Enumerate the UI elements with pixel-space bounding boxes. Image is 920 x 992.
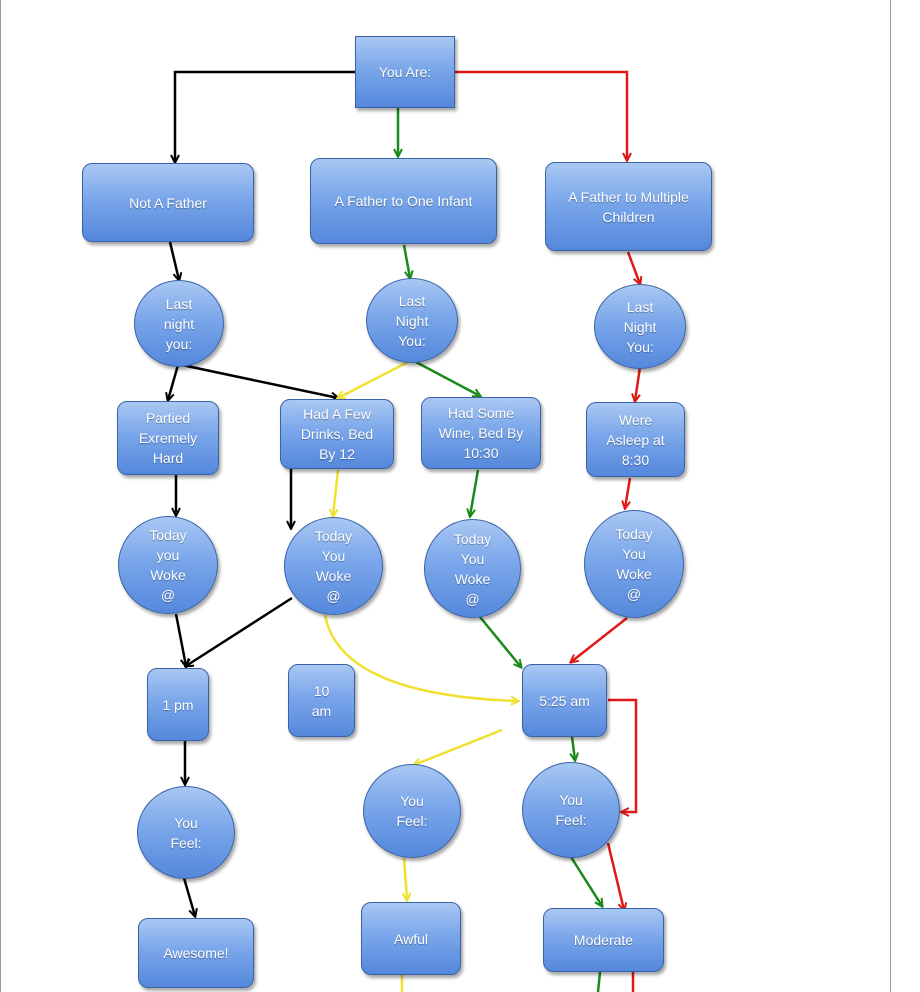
node-awesome: Awesome!	[138, 918, 254, 988]
edge-today-2-to-525am	[323, 614, 518, 701]
node-some-wine-bed-by-1030: Had Some Wine, Bed By 10:30	[421, 397, 541, 469]
node-moderate: Moderate	[543, 908, 664, 972]
edge-not-father-to-last-night	[168, 241, 179, 280]
edge-you-are-to-father-multi	[455, 70, 627, 160]
edge-feel-3-to-moderate-green	[569, 856, 602, 906]
edge-today-3-to-525am	[479, 616, 521, 667]
page-right-border	[890, 0, 891, 992]
edge-last-night-2-to-few-drinks	[338, 359, 411, 398]
node-today-woke-not-father: Today you Woke @	[118, 516, 218, 614]
node-today-woke-asleep: Today You Woke @	[584, 510, 684, 618]
node-not-a-father: Not A Father	[82, 163, 254, 242]
node-last-night-multiple: Last Night You:	[594, 284, 686, 369]
node-1-pm: 1 pm	[147, 668, 209, 741]
node-awful: Awful	[361, 902, 461, 975]
edge-last-night-3-to-asleep	[635, 366, 642, 401]
node-10-am: 10 am	[288, 664, 355, 737]
edge-feel-3-to-moderate-red	[606, 842, 624, 910]
edge-today-1-to-1pm	[174, 613, 186, 666]
node-you-feel-moderate-branch: You Feel:	[522, 762, 620, 858]
edge-525am-to-feel-3-green	[572, 736, 575, 760]
node-father-to-multiple-children: A Father to Multiple Children	[545, 162, 712, 251]
node-you-are: You Are:	[355, 36, 455, 108]
node-5-25-am: 5:25 am	[522, 664, 607, 737]
node-partied-extremely-hard: Partied Exremely Hard	[117, 401, 219, 475]
edge-father-multi-to-last-night	[626, 251, 640, 284]
edge-last-night-2-to-some-wine	[413, 359, 480, 396]
edge-525am-to-feel-2	[414, 728, 503, 765]
node-last-night-one-infant: Last Night You:	[366, 278, 458, 363]
edge-feel-2-to-awful	[404, 857, 407, 900]
node-last-night-not-father: Last night you:	[134, 280, 224, 367]
node-today-woke-some-wine: Today You Woke @	[424, 519, 521, 618]
edge-feel-1-to-awesome	[182, 877, 195, 916]
edge-father-one-to-last-night	[402, 244, 410, 278]
edge-few-drinks-to-today-2-yellow	[333, 469, 340, 516]
edge-asleep-to-today-4	[625, 477, 632, 508]
node-asleep-at-830: Were Asleep at 8:30	[586, 402, 685, 477]
edge-last-night-1-to-partied	[168, 364, 180, 400]
edge-moderate-green-tail	[596, 971, 602, 992]
node-father-to-one-infant: A Father to One Infant	[310, 158, 497, 244]
page-left-border	[0, 0, 1, 992]
edge-some-wine-to-today-3	[470, 469, 480, 516]
node-you-feel-not-father: You Feel:	[137, 786, 235, 879]
edge-today-4-to-525am	[571, 617, 628, 662]
edge-last-night-1-to-few-drinks	[181, 363, 338, 398]
node-today-woke-few-drinks: Today You Woke @	[284, 517, 383, 615]
edge-you-are-to-not-father	[175, 70, 355, 162]
edge-525am-to-feel-3-red	[608, 698, 638, 812]
edge-today-2-to-1pm	[186, 596, 293, 666]
node-you-feel-awful-branch: You Feel:	[363, 764, 461, 858]
node-few-drinks-bed-by-12: Had A Few Drinks, Bed By 12	[280, 399, 394, 469]
